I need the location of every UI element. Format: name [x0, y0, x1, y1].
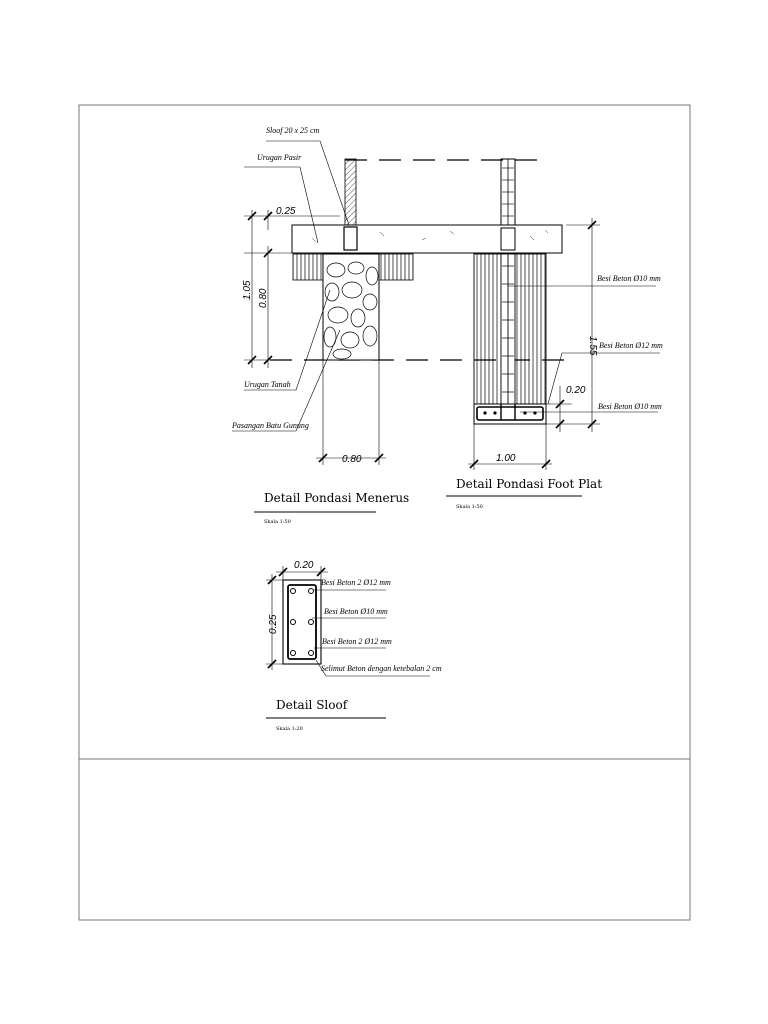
label-sloof-besi-top: Besi Beton 2 Ø12 mm	[321, 578, 391, 587]
sloof-leaders	[312, 589, 430, 677]
foot-plat-title: Detail Pondasi Foot Plat	[456, 477, 602, 491]
menerus-dimensions	[244, 210, 386, 465]
sheet-frame	[78, 104, 691, 921]
menerus-leaders	[232, 140, 350, 432]
menerus-title: Detail Pondasi Menerus	[264, 491, 409, 505]
sloof-dim-width: 0.20	[294, 560, 314, 571]
label-urugan-tanah: Urugan Tanah	[244, 380, 291, 389]
menerus-dim-080-vertical: 0.80	[258, 288, 269, 308]
label-sloof: Sloof 20 x 25 cm	[266, 126, 320, 135]
menerus-scale: Skala 1:50	[264, 519, 291, 525]
foot-plat-scale: Skala 1:50	[456, 504, 483, 510]
sloof-dimensions	[266, 566, 328, 670]
foot-plat-dim-020: 0.20	[566, 385, 586, 396]
label-sloof-besi-bot: Besi Beton 2 Ø12 mm	[322, 637, 392, 646]
label-besi-beton-10-b: Besi Beton Ø10 mm	[598, 402, 662, 411]
label-sloof-besi-mid: Besi Beton Ø10 mm	[324, 607, 388, 616]
sloof-section-drawing	[282, 579, 322, 665]
label-urugan-pasir: Urugan Pasir	[257, 153, 302, 162]
label-besi-beton-10-a: Besi Beton Ø10 mm	[597, 274, 661, 283]
label-pasangan-batu: Pasangan Batu Gunung	[231, 421, 309, 430]
label-sloof-cover: Selimut Beton dengan ketebalan 2 cm	[321, 664, 442, 673]
sloof-title: Detail Sloof	[276, 698, 349, 712]
menerus-dim-025: 0.25	[276, 206, 296, 217]
menerus-dim-080-horizontal: 0.80	[342, 454, 362, 465]
label-besi-beton-12: Besi Beton Ø12 mm	[599, 341, 663, 350]
foot-plat-dim-100: 1.00	[496, 453, 516, 464]
foot-plat-dimensions	[468, 218, 600, 470]
sloof-scale: Skala 1:20	[276, 726, 303, 732]
foot-plat-leaders	[508, 285, 660, 413]
pondasi-menerus-drawing	[270, 158, 570, 361]
sloof-dim-height: 0.25	[268, 614, 279, 634]
foot-plat-drawing	[473, 158, 547, 425]
menerus-dim-105: 1.05	[242, 280, 253, 300]
foot-plat-dim-155: 1.55	[587, 336, 598, 356]
